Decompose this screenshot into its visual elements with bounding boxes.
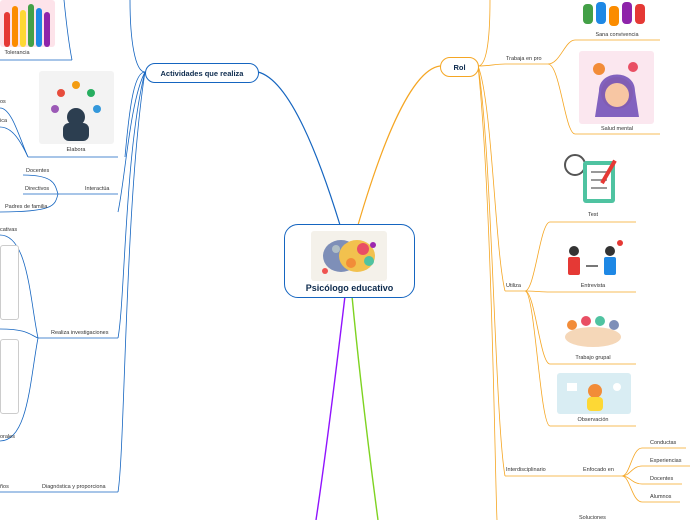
entrevista-image — [558, 235, 628, 280]
label-elabora[interactable]: Elabora — [66, 147, 86, 153]
label-experiencias[interactable]: Experiencias — [650, 458, 682, 464]
label-conductas[interactable]: Conductas — [650, 440, 677, 446]
label-enfocado[interactable]: Enfocado en — [583, 467, 614, 473]
observacion-image — [557, 373, 631, 414]
central-topic[interactable]: Psicólogo educativo — [284, 224, 415, 298]
elabora-image — [39, 71, 114, 144]
salud-mental-image — [579, 51, 654, 124]
label-test[interactable]: Test — [587, 212, 599, 218]
label-docentes-right[interactable]: Docentes — [650, 476, 674, 482]
branch-purple — [315, 295, 346, 520]
branch-green — [351, 295, 379, 520]
brain-illustration — [311, 231, 387, 281]
label-cut-cativas[interactable]: cativas — [0, 227, 18, 233]
label-utiliza[interactable]: Utiliza — [506, 283, 521, 289]
test-image — [563, 151, 625, 208]
label-docentes-left[interactable]: Docentes — [26, 168, 50, 174]
label-cut-orales[interactable]: orales — [0, 434, 15, 440]
label-interdisciplinario[interactable]: Interdisciplinario — [506, 467, 546, 473]
label-cut-ica[interactable]: ica — [0, 118, 8, 124]
topic-rol-label: Rol — [453, 62, 466, 72]
sana-convivencia-image — [579, 0, 654, 30]
label-cut-os[interactable]: os — [0, 99, 6, 105]
topic-actividades[interactable]: Actividades que realiza — [145, 63, 259, 83]
label-grupal[interactable]: Trabajo grupal — [575, 355, 611, 361]
label-tolerancia[interactable]: Tolerancia — [4, 50, 30, 56]
branch-rol — [357, 65, 441, 226]
label-diagnostica[interactable]: Diagnóstica y proporciona — [42, 484, 106, 490]
label-observacion[interactable]: Observación — [577, 417, 609, 423]
label-interactua[interactable]: Interactúa — [85, 186, 110, 192]
topic-actividades-label: Actividades que realiza — [160, 68, 244, 78]
central-topic-title: Psicólogo educativo — [305, 283, 394, 293]
label-entrevista[interactable]: Entrevista — [580, 283, 606, 289]
label-salud[interactable]: Salud mental — [600, 126, 634, 132]
label-directivos[interactable]: Directivos — [25, 186, 50, 192]
label-cut-nos[interactable]: ños — [0, 484, 9, 490]
label-alumnos[interactable]: Alumnos — [650, 494, 672, 500]
label-padres[interactable]: Padres de familia — [5, 204, 48, 210]
branch-actividades — [257, 71, 341, 226]
investigation-card-2 — [0, 339, 19, 414]
tolerance-hands-image — [0, 0, 55, 47]
label-soluciones[interactable]: Soluciones — [579, 515, 606, 521]
investigation-card-1 — [0, 245, 19, 320]
label-realiza[interactable]: Realiza investigaciones — [51, 330, 109, 336]
label-sana[interactable]: Sana convivencia — [595, 32, 639, 38]
label-trabaja[interactable]: Trabaja en pro — [506, 56, 542, 62]
trabajo-grupal-image — [560, 311, 626, 353]
topic-rol[interactable]: Rol — [440, 57, 479, 77]
